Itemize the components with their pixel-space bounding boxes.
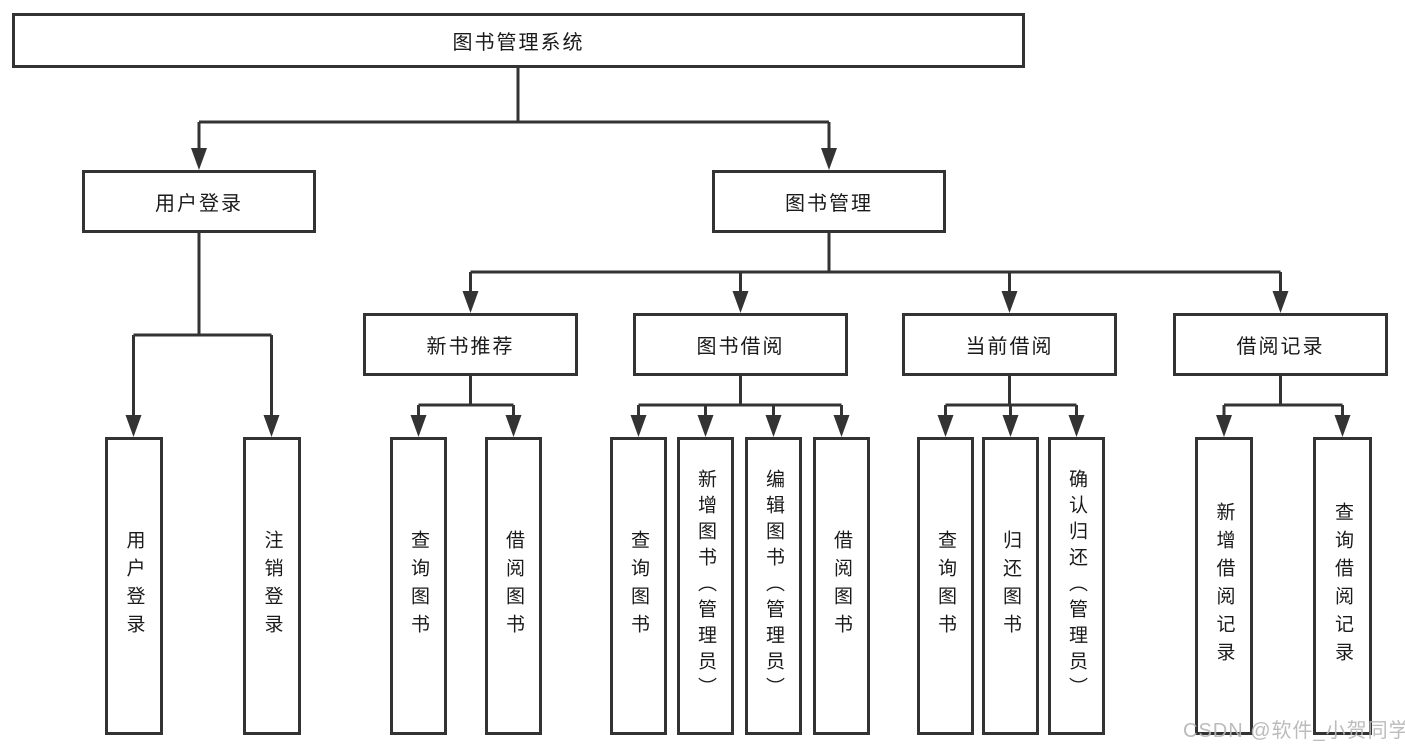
watermark: CSDN @软件_小贺同学 — [1183, 720, 1405, 742]
node-leaf-user-login: 用户登录 — [105, 437, 163, 735]
node-new-book-recommend: 新书推荐 — [363, 313, 578, 376]
node-book-management: 图书管理 — [712, 170, 946, 233]
node-current-borrow: 当前借阅 — [902, 313, 1117, 376]
node-leaf-query-borrow-record: 查询借阅记录 — [1313, 437, 1372, 735]
node-leaf-query-books-borrow: 查询图书 — [610, 437, 667, 735]
node-leaf-borrow-books-recommend: 借阅图书 — [485, 437, 542, 735]
node-book-borrow: 图书借阅 — [633, 313, 848, 376]
node-leaf-query-books-recommend: 查询图书 — [390, 437, 447, 735]
node-leaf-add-book-admin: 新增图书（管理员） — [677, 437, 734, 735]
node-user-login: 用户登录 — [82, 170, 316, 233]
node-leaf-query-books-current: 查询图书 — [917, 437, 974, 735]
node-leaf-logout: 注销登录 — [243, 437, 301, 735]
node-leaf-confirm-return-admin: 确认归还（管理员） — [1048, 437, 1105, 735]
node-borrow-records: 借阅记录 — [1173, 313, 1388, 376]
node-leaf-return-book: 归还图书 — [982, 437, 1039, 735]
node-library-management-system: 图书管理系统 — [12, 13, 1025, 68]
node-leaf-borrow-books-borrow: 借阅图书 — [813, 437, 870, 735]
node-leaf-add-borrow-record: 新增借阅记录 — [1195, 437, 1253, 735]
node-leaf-edit-book-admin: 编辑图书（管理员） — [745, 437, 802, 735]
